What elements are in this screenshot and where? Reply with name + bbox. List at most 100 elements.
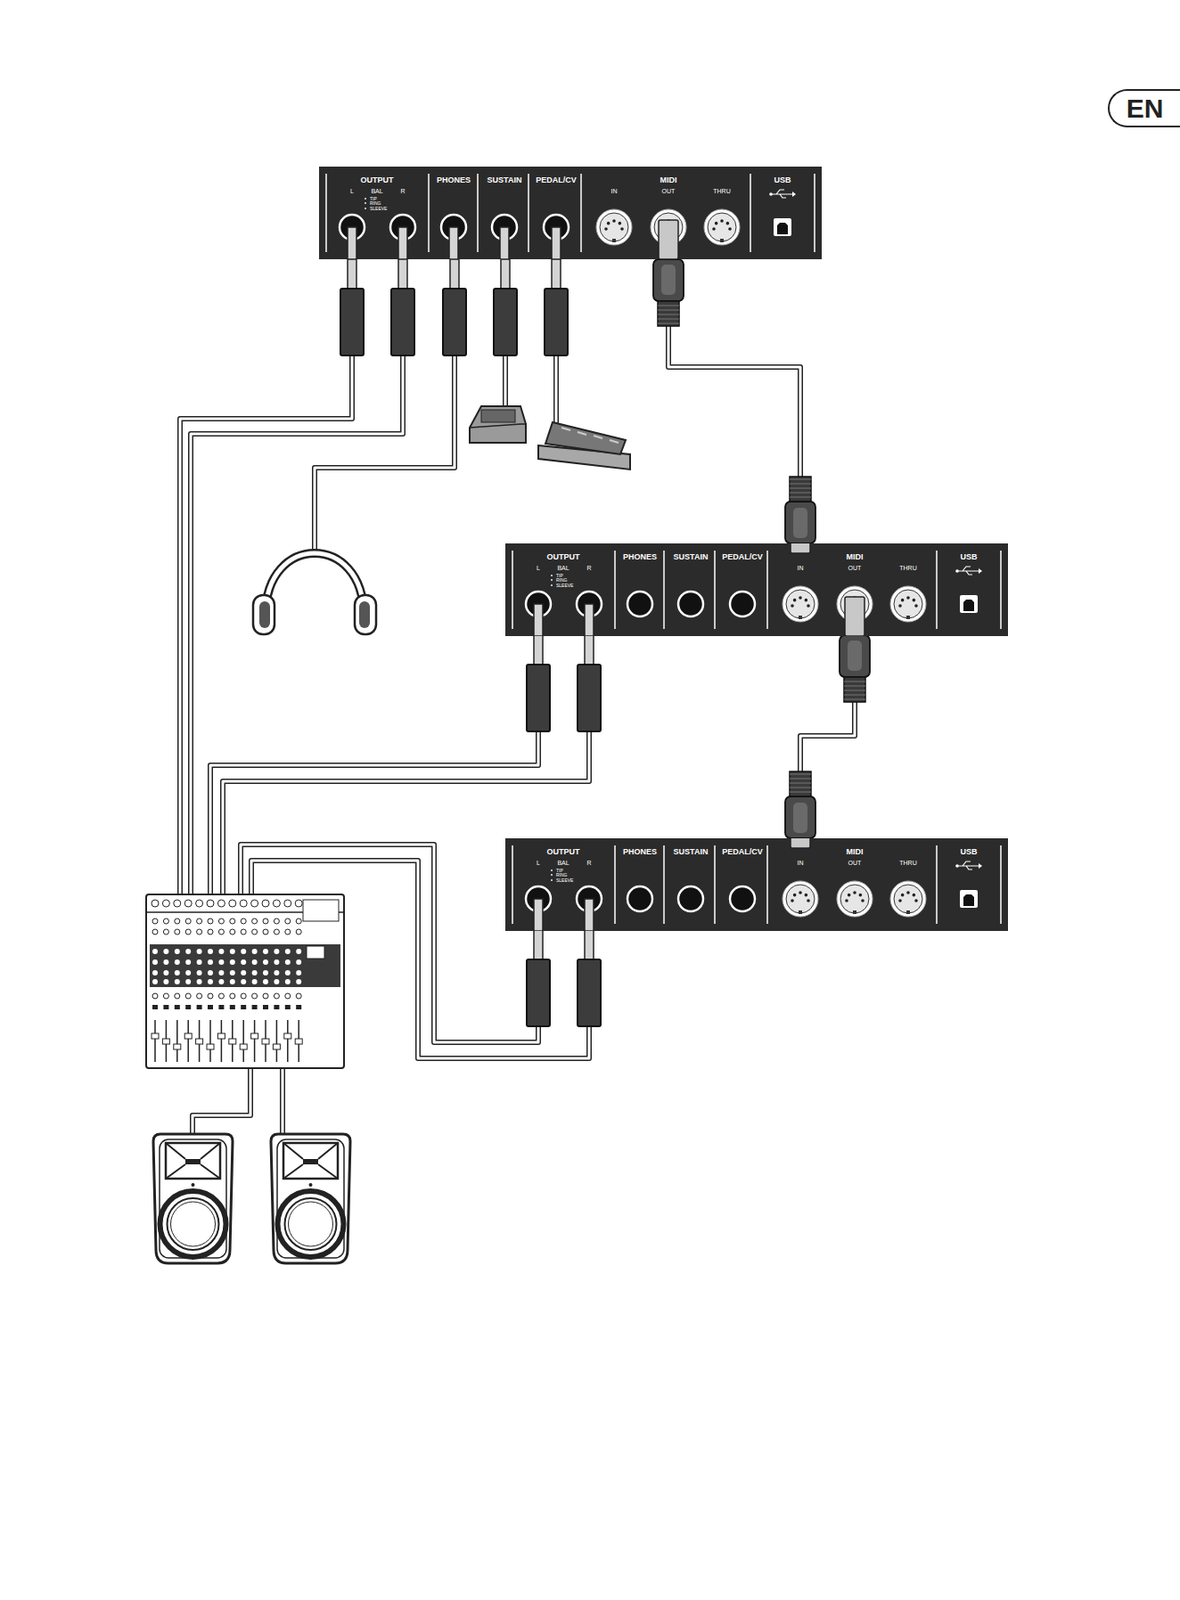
mixer [229,1039,237,1045]
panel-label: BAL [370,188,383,195]
mixer [252,1005,258,1010]
midi-pin [859,893,863,898]
midi-plug-head [790,838,811,849]
mixer [229,918,236,925]
midi-notch [906,615,910,620]
mixer [285,979,291,985]
midi-socket [890,881,926,918]
mixer [240,918,246,925]
mixer [196,959,203,966]
panel-divider [766,550,769,630]
mixer [242,1020,245,1063]
mixer [262,900,270,908]
midi-pin [726,221,730,226]
mixer [152,929,158,935]
mixer [262,959,269,966]
jack-socket [678,886,704,912]
panel-divider [999,550,1002,630]
panel-label: IN [611,188,618,195]
mixer [252,949,258,955]
mixer [207,993,214,1000]
panel-label: THRU [712,188,730,195]
panel-label: R [586,860,591,867]
mixer [209,1020,212,1063]
mixer [285,959,291,966]
midi-socket [786,590,815,619]
midi-pin [798,596,803,600]
headphones [265,553,364,615]
mixer [273,1005,279,1010]
midi-socket [704,209,740,246]
midi-pin [852,891,857,895]
rear-panel: OUTPUTLBALRTIPRINGSLEEVEPHONESSUSTAINPED… [319,166,822,260]
mixer [262,993,269,1000]
midi-pin [847,893,852,898]
usb-socket [963,599,975,612]
mixer [240,959,246,966]
mixer [240,929,246,935]
midi-pin [906,891,910,895]
audio-plugs [391,259,415,356]
mixer [295,900,303,908]
mixer [174,993,181,1000]
mixer [174,949,181,955]
midi-notch [612,238,616,243]
mixer [185,929,191,935]
mixer [254,1020,256,1063]
midi-socket [707,213,737,242]
midi-pin [806,899,811,903]
panel-label: MIDI [846,848,864,857]
midi-notch [798,615,803,620]
panel-label: USB [959,553,977,562]
mixer [272,900,280,908]
plug-shaft [584,604,594,637]
panel-label: THRU [899,860,917,867]
pin-marker [550,574,553,577]
panel-label: SLEEVE [556,583,574,589]
sustain-pedal [469,424,526,428]
mixer [196,918,203,925]
mixer [151,900,159,908]
usb-icon [978,568,983,574]
mixer [196,970,203,976]
mixer [286,1020,289,1063]
pin-marker [364,197,367,200]
mixer [221,1020,223,1063]
mixer [252,918,258,925]
midi-pin [606,221,611,226]
plug-shaft [584,899,594,932]
panel-art [326,173,815,260]
mixer [285,929,291,935]
panel-label: PHONES [622,848,657,857]
mixer [273,918,279,925]
mixer [152,979,158,985]
mixer [262,929,269,935]
midi-pin [612,219,616,223]
panel-label: L [536,860,541,867]
pin-marker [550,874,553,877]
midi-pin [793,893,797,898]
midi-plug-head [844,597,865,637]
panel-divider [813,173,816,253]
mixer [185,970,191,976]
midi-socket [786,885,815,914]
mixer [185,1005,191,1010]
mixer [163,979,169,985]
panel-label: SUSTAIN [673,553,709,562]
mixer [240,970,246,976]
panel-divider [663,845,665,925]
midi-pin [898,604,902,608]
panel-divider [325,173,328,253]
mixer [217,1033,225,1040]
panel-label: MIDI [846,553,864,562]
usb-socket [773,218,792,237]
speaker [270,1134,351,1264]
mixer [174,959,181,966]
mixer [196,1005,203,1010]
panel-label: OUTPUT [547,553,581,562]
audio-plugs [577,930,601,1027]
mixer [196,979,203,985]
audio-plugs [340,259,364,356]
mixer [273,979,279,985]
midi-pin [714,221,719,226]
